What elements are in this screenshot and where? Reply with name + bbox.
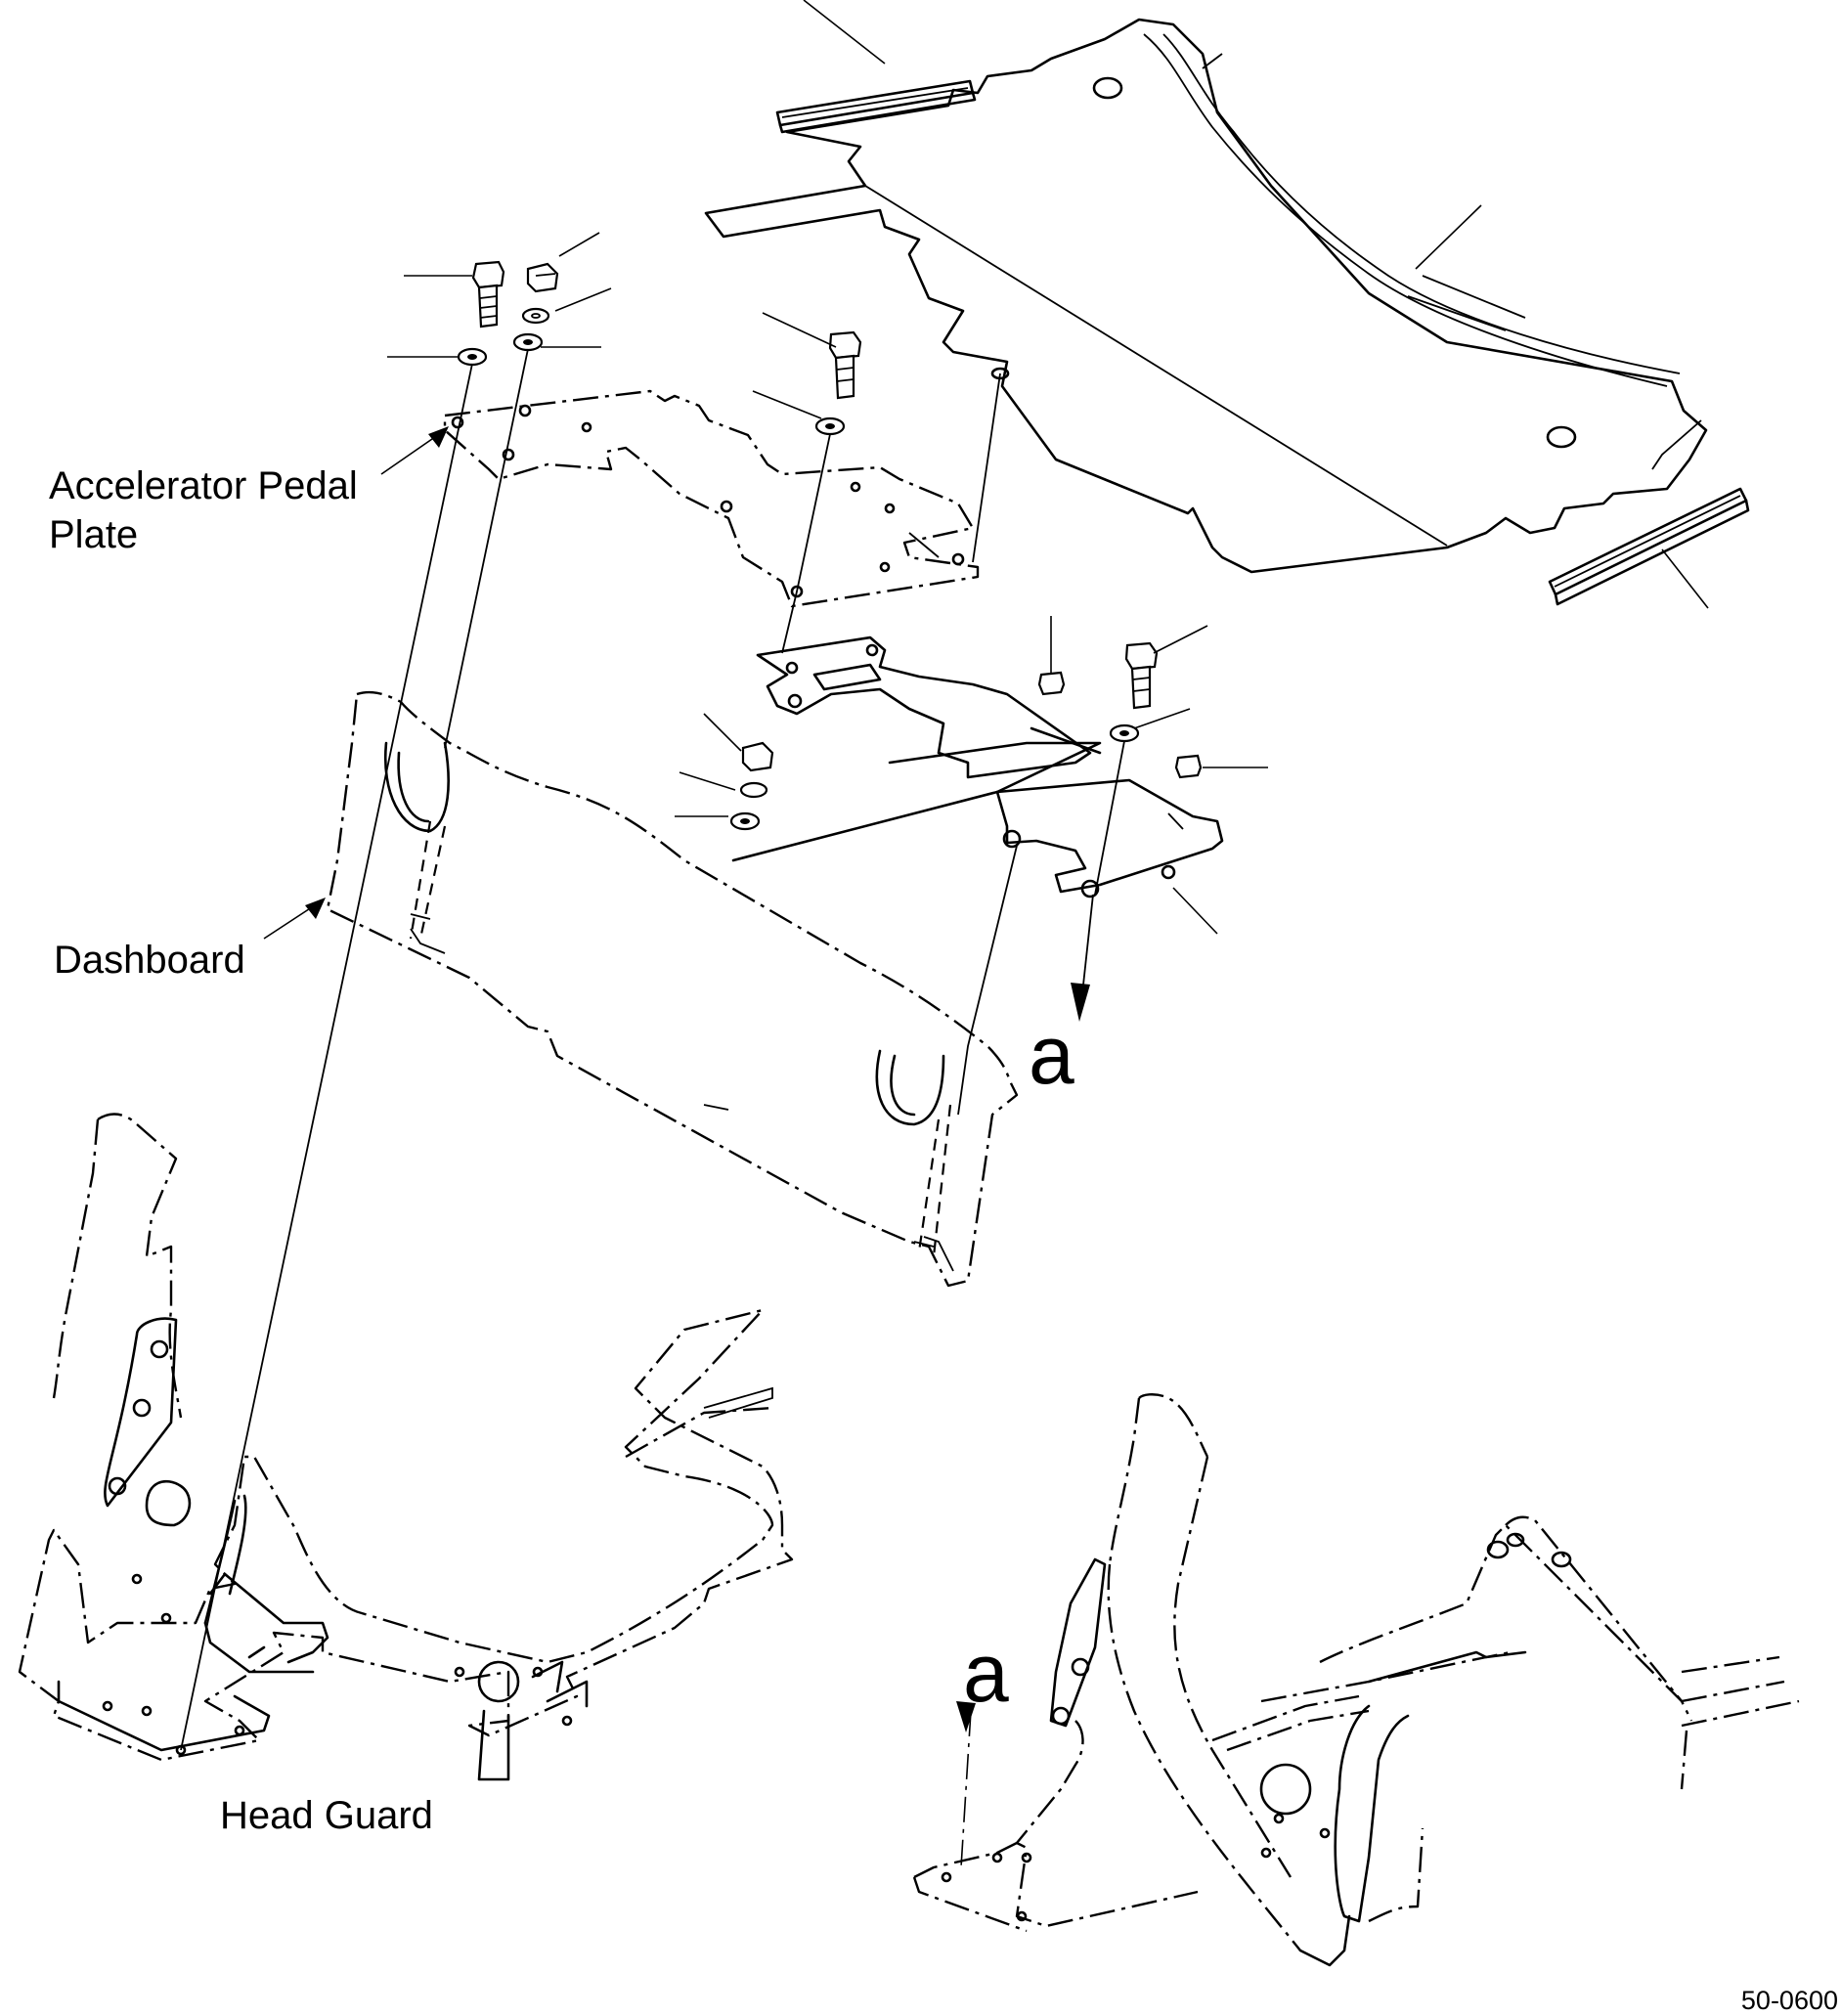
dashboard — [326, 690, 1019, 1288]
accelerator-pedal-plate-label: Accelerator Pedal — [49, 464, 358, 507]
head-guard-label: Head Guard — [220, 1794, 433, 1837]
nut-2 — [741, 741, 774, 772]
washer-1 — [457, 347, 488, 367]
arrow-detail-a-lower — [956, 1701, 976, 1868]
detail-letter-a-lower: a — [963, 1627, 1009, 1719]
bolt-2 — [828, 330, 862, 400]
head-guard — [18, 1113, 794, 1781]
bracket-lower — [995, 778, 1224, 898]
bracket-upper — [731, 635, 1102, 862]
washer-2 — [512, 332, 544, 352]
rubber-strip-upper — [775, 79, 977, 134]
spring-washer-1 — [521, 307, 550, 325]
washer-3 — [814, 416, 846, 436]
spring-washer-2 — [739, 781, 768, 799]
floor-plate — [704, 18, 1708, 574]
figure-code: 50-0600 — [1741, 1986, 1838, 2015]
nut-1 — [526, 262, 559, 293]
plug-2 — [1174, 754, 1203, 779]
leader-lines — [263, 0, 1709, 940]
detail-a-view — [912, 1393, 1800, 1967]
arrow-to-detail-a — [1071, 894, 1094, 1022]
dashboard-label: Dashboard — [54, 939, 245, 982]
bolt-3 — [1124, 641, 1159, 710]
rubber-strip-lower — [1548, 487, 1750, 606]
accelerator-pedal-plate — [443, 389, 980, 608]
bolt-1 — [471, 260, 505, 329]
washer-4 — [729, 811, 761, 831]
plug-1 — [1037, 671, 1066, 696]
detail-letter-a-upper: a — [1029, 1009, 1074, 1101]
accelerator-pedal-plate-label-line2: Plate — [49, 513, 138, 556]
assembly-lines — [180, 348, 1125, 1751]
